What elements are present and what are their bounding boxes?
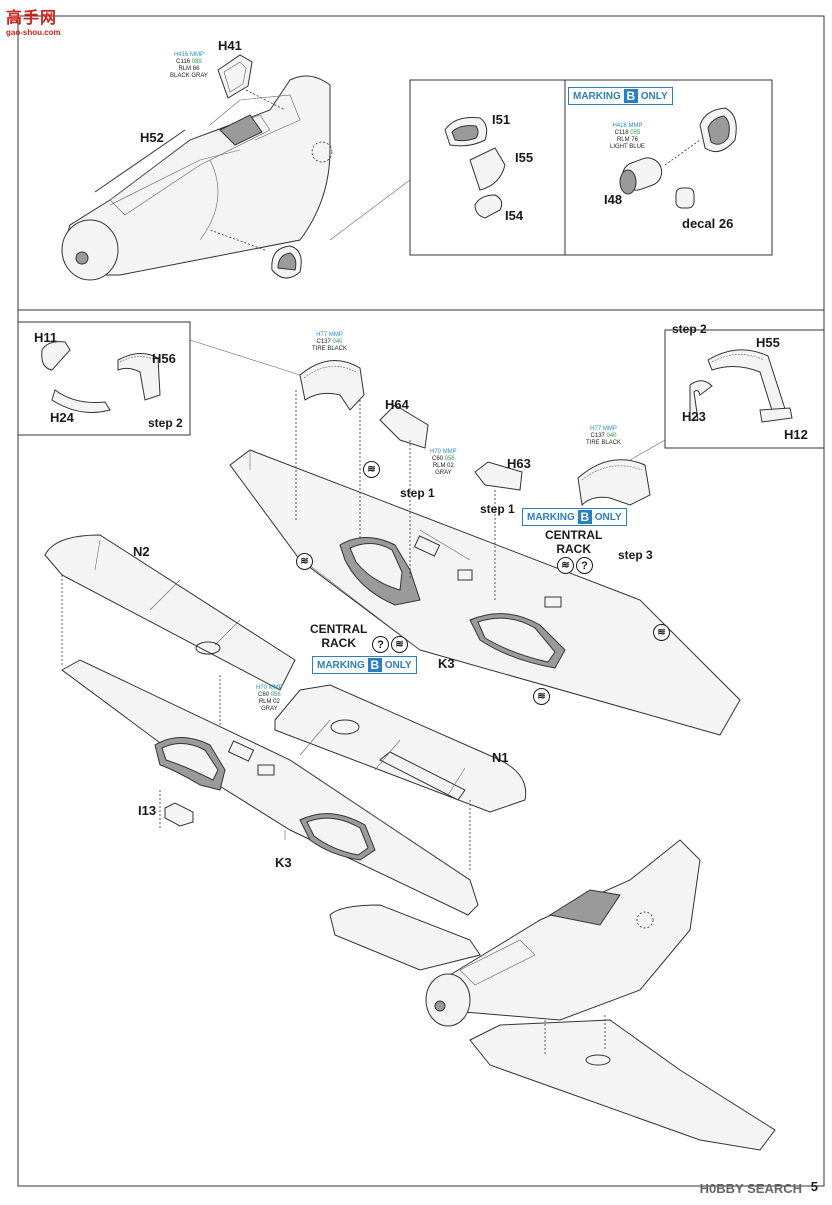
color-callout-h64: H70 MMP C60 056 RLM 02 GRAY [430,449,457,476]
question-symbol-icon: ? [576,557,593,574]
color-callout-wing-mid: H70 MMP C60 056 RLM 02 GRAY [256,685,283,712]
step-label-1-a: step 1 [400,486,435,500]
part-label-decal26: decal 26 [682,216,734,231]
glue-symbol-icon [363,461,380,478]
part-label-n2: N2 [133,544,150,559]
i51-part-drawing [444,117,488,147]
color-callout-i48: H416 MMP C118 055 RLM 76 LIGHT BLUE [610,123,645,150]
part-label-h23: H23 [682,409,706,424]
i55-part-drawing [469,147,506,191]
step-label-2-right: step 2 [672,322,707,336]
page-number: 5 [810,1179,818,1194]
part-label-h11: H11 [34,330,58,345]
i54-part-drawing [474,194,503,219]
upper-wing-n1-drawing [274,684,527,870]
glue-symbol-icon [557,557,574,574]
part-label-h52: H52 [140,130,164,145]
wheel-well-left-drawing [295,359,365,540]
glue-symbol-icon [653,624,670,641]
upper-wing-n2-drawing [44,534,296,745]
glue-symbol-icon [533,688,550,705]
marking-badge-mid: MARKING B ONLY [312,656,417,674]
part-label-k3-left: K3 [275,855,292,870]
site-logo[interactable]: 高手网 gao-shou.com [6,4,61,37]
part-label-i13: I13 [138,803,157,818]
marking-badge-right: MARKING B ONLY [522,508,627,526]
fuselage-nose-drawing [61,75,333,281]
part-label-h64: H64 [385,397,409,412]
site-logo-url: gao-shou.com [6,28,61,37]
part-label-h56: H56 [152,351,176,366]
part-label-h24: H24 [50,410,74,425]
completed-aircraft-drawing [329,839,776,1151]
central-rack-label-mid: CENTRAL RACK [310,622,368,650]
h63-part-drawing [474,461,523,600]
page-border [17,15,825,1187]
scoop-part-drawing [209,229,302,279]
step-label-2-left: step 2 [148,416,183,430]
color-callout-wheel-left: H77 MMP C137 040 TIRE BLACK [312,332,348,352]
lower-wing-left-drawing [61,659,479,916]
part-label-h55: H55 [756,335,780,350]
h11-part-drawing [41,341,71,371]
glue-symbol-icon [296,553,313,570]
detail-inset-box [409,79,773,256]
wheel-well-right-drawing [577,459,651,507]
lower-wing-right-drawing [229,449,741,736]
color-callout-wheel-right: H77 MMP C137 040 TIRE BLACK [586,426,622,446]
h23-part-drawing [689,380,793,423]
part-label-h12: H12 [784,427,808,442]
part-label-i51: I51 [492,112,511,127]
part-label-h41: H41 [218,38,242,53]
h41-part-drawing [217,54,286,111]
right-inset-box [664,329,824,449]
part-label-i55: I55 [515,150,534,165]
part-label-h63: H63 [507,456,531,471]
i48-part-drawing [619,107,737,209]
hobbysearch-watermark: H0BBY SEARCH [699,1181,802,1196]
site-logo-text: 高手网 [6,10,58,27]
question-symbol-icon: ? [372,636,389,653]
step-label-1-b: step 1 [480,502,515,516]
marking-badge-top: MARKING B ONLY [568,87,673,105]
part-label-i54: I54 [505,208,524,223]
color-callout-h41: H416 MMP C116 089 RLM 66 BLACK GRAY [170,52,208,79]
part-label-n1: N1 [492,750,509,765]
central-rack-label-right: CENTRAL RACK [545,528,603,556]
h56-part-drawing [117,353,161,401]
part-label-i48: I48 [604,192,623,207]
part-label-k3-right: K3 [438,656,455,671]
glue-symbol-icon [391,636,408,653]
h24-part-drawing [51,389,111,413]
h64-part-drawing [379,404,429,580]
i13-part-drawing [164,802,194,827]
left-inset-box [18,321,191,436]
step-label-3: step 3 [618,548,653,562]
